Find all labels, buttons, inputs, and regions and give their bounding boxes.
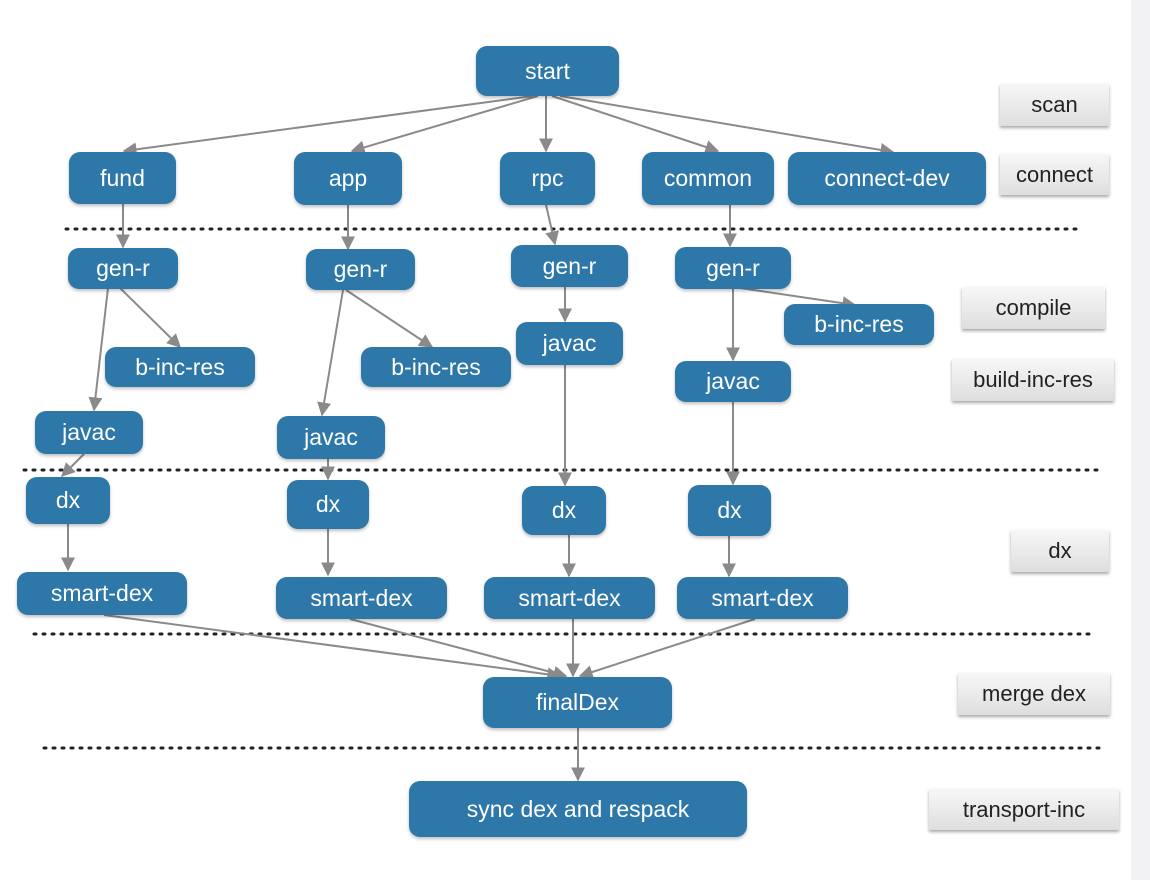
node-javac-fund: javac (35, 411, 143, 454)
edge-arrow (545, 204, 559, 246)
edge-arrow (559, 95, 895, 157)
node-fund: fund (69, 152, 176, 204)
node-start: start (476, 46, 619, 96)
node-b-inc-res-common: b-inc-res (784, 304, 934, 345)
node-smart-dex-common: smart-dex (677, 577, 848, 619)
node-dx-fund: dx (26, 477, 110, 524)
node-gen-r-common: gen-r (675, 247, 791, 289)
node-app: app (294, 152, 402, 205)
node-final-dex: finalDex (483, 677, 672, 728)
edge-arrow (61, 453, 85, 477)
stage-connect: connect (1000, 154, 1109, 195)
node-smart-dex-app: smart-dex (276, 577, 447, 619)
node-gen-r-rpc: gen-r (511, 245, 628, 287)
edge-arrow (103, 614, 562, 682)
stage-compile: compile (962, 287, 1105, 329)
node-javac-common: javac (675, 361, 791, 402)
stage-scan: scan (1000, 84, 1109, 126)
right-edge-panel (1131, 0, 1150, 880)
edge-arrow (122, 95, 534, 157)
node-gen-r-app: gen-r (306, 249, 415, 290)
node-connect-dev: connect-dev (788, 152, 986, 205)
edge-arrow (551, 95, 720, 154)
node-common: common (642, 152, 774, 205)
node-smart-dex-fund: smart-dex (17, 572, 187, 615)
stage-transport-inc: transport-inc (929, 789, 1119, 830)
edge-arrow (578, 618, 756, 679)
node-smart-dex-rpc: smart-dex (484, 577, 655, 619)
edge-arrow (317, 289, 344, 417)
node-dx-rpc: dx (522, 486, 606, 535)
stage-merge-dex: merge dex (958, 673, 1110, 715)
edge-arrow (119, 287, 181, 348)
stage-build-inc-res: build-inc-res (952, 359, 1114, 401)
edge-arrow (88, 287, 109, 412)
node-rpc: rpc (500, 152, 595, 205)
node-b-inc-res-fund: b-inc-res (105, 347, 255, 387)
node-b-inc-res-app: b-inc-res (361, 347, 511, 387)
edges (61, 95, 895, 782)
node-dx-app: dx (287, 480, 369, 529)
edge-arrow (739, 287, 857, 311)
edge-arrow (350, 95, 539, 155)
node-gen-r-fund: gen-r (68, 248, 178, 289)
node-javac-app: javac (277, 416, 385, 459)
node-sync-dex-and-respack: sync dex and respack (409, 781, 747, 837)
node-javac-rpc: javac (516, 322, 623, 365)
edge-arrow (349, 618, 568, 680)
edge-arrow (345, 289, 434, 348)
node-dx-common: dx (688, 485, 771, 536)
stage-dx: dx (1011, 530, 1109, 572)
